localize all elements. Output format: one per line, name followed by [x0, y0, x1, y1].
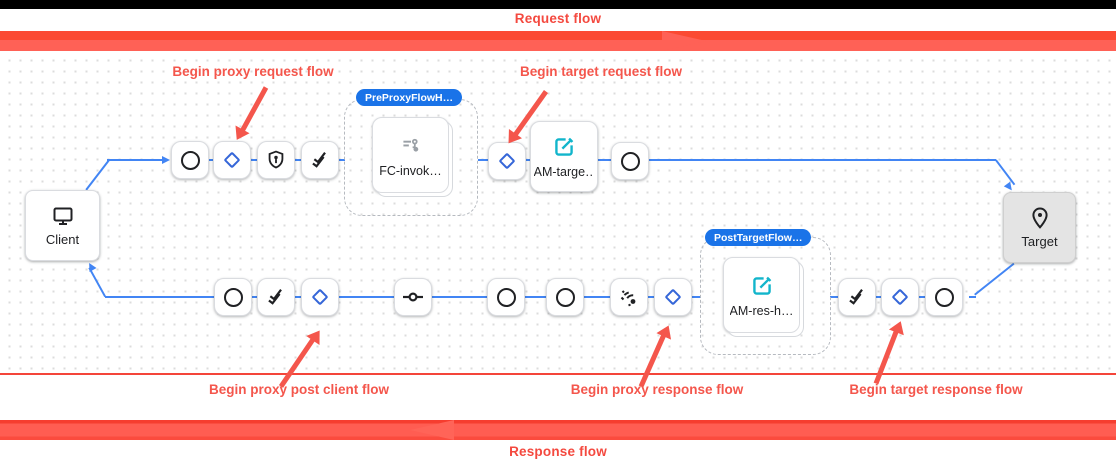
target-node[interactable]: Target	[1003, 192, 1076, 263]
top-black-bar	[0, 0, 1116, 9]
edge-bottom-10	[295, 296, 302, 298]
annotation-begin-proxy-post-client: Begin proxy post client flow	[208, 382, 389, 397]
response-arrowhead-icon	[410, 420, 454, 440]
edge-bottom-0	[969, 296, 976, 298]
step-node[interactable]	[394, 278, 432, 316]
circle-icon	[620, 151, 640, 171]
circle-icon	[934, 287, 954, 307]
edge-top-7	[526, 159, 531, 161]
step-node[interactable]	[487, 278, 525, 316]
client-node[interactable]: Client	[25, 190, 100, 261]
circle-icon	[223, 287, 243, 307]
request-flow-arrow-bar	[0, 31, 1116, 51]
diamond-icon	[891, 288, 909, 306]
edge-top-6	[478, 159, 488, 161]
assign-message-target-node[interactable]: AM-targe…	[530, 121, 598, 192]
diamond-icon	[664, 288, 682, 306]
response-flow-label: Response flow	[509, 444, 607, 459]
edge-bottom-2	[875, 296, 881, 298]
assign-message-target-label: AM-targe…	[533, 165, 595, 179]
step-node[interactable]	[214, 278, 252, 316]
edge-top-2	[209, 159, 214, 161]
client-node-label: Client	[45, 232, 80, 247]
edge-top-1	[107, 159, 163, 161]
edge-top-9	[649, 159, 996, 161]
edge-bottom-3	[830, 296, 838, 298]
step-node[interactable]	[654, 278, 692, 316]
annotation-begin-proxy-response: Begin proxy response flow	[570, 382, 744, 397]
step-node[interactable]	[171, 141, 209, 179]
step-node[interactable]	[611, 142, 649, 180]
step-node[interactable]	[610, 278, 648, 316]
diamond-icon	[223, 151, 241, 169]
double-check-icon	[845, 285, 869, 309]
edge-bottom-1	[919, 296, 925, 298]
step-node[interactable]	[546, 278, 584, 316]
double-check-icon	[264, 285, 288, 309]
edge-top-5	[339, 159, 345, 161]
edge-bottom-8	[432, 296, 488, 298]
step-node[interactable]	[881, 278, 919, 316]
location-pin-icon	[1028, 206, 1052, 230]
request-flow-label: Request flow	[514, 11, 602, 26]
edge-bottom-9	[339, 296, 395, 298]
request-arrowhead-icon	[662, 31, 706, 51]
pre-proxy-flow-badge[interactable]: PreProxyFlowH…	[356, 89, 463, 106]
annotation-begin-proxy-request: Begin proxy request flow	[172, 64, 334, 79]
edge-top-4	[295, 159, 302, 161]
flow-callout-policy-label: FC-invok…	[379, 163, 442, 178]
circle-icon	[180, 150, 200, 170]
assign-message-response-label: AM-res-h…	[729, 303, 794, 318]
monitor-icon	[51, 204, 75, 228]
step-node[interactable]	[257, 278, 295, 316]
annotation-begin-target-response: Begin target response flow	[849, 382, 1023, 397]
edge-bottom-6	[584, 296, 611, 298]
assign-message-icon	[749, 273, 775, 299]
flow-callout-policy-node[interactable]: FC-invok…	[372, 117, 449, 193]
edge-bottom-4	[692, 296, 701, 298]
circle-icon	[496, 287, 516, 307]
edge-top-8	[598, 159, 611, 161]
diamond-icon	[498, 152, 516, 170]
edge-bottom-11	[252, 296, 257, 298]
flow-callout-icon	[398, 133, 424, 159]
bottom-red-divider	[0, 373, 1116, 375]
shield-key-icon	[265, 149, 287, 171]
diamond-icon	[311, 288, 329, 306]
step-node[interactable]	[488, 142, 526, 180]
flow-canvas[interactable]	[0, 51, 1116, 373]
edge-top-3	[251, 159, 258, 161]
circle-icon	[555, 287, 575, 307]
step-node[interactable]	[301, 141, 339, 179]
step-node[interactable]	[213, 141, 251, 179]
post-target-flow-badge[interactable]: PostTargetFlow…	[705, 229, 812, 246]
dash-circle-icon	[401, 285, 425, 309]
target-node-label: Target	[1021, 234, 1058, 249]
double-check-icon	[308, 148, 332, 172]
step-node[interactable]	[301, 278, 339, 316]
assign-message-icon	[551, 134, 577, 160]
annotation-begin-target-request: Begin target request flow	[519, 64, 683, 79]
response-flow-arrow-bar	[0, 420, 1116, 440]
step-node[interactable]	[257, 141, 295, 179]
edge-arrowhead-icon	[162, 155, 170, 164]
edge-bottom-12	[105, 296, 215, 298]
edge-bottom-7	[525, 296, 547, 298]
step-node[interactable]	[838, 278, 876, 316]
edge-bottom-5	[648, 296, 655, 298]
assign-message-response-node[interactable]: AM-res-h…	[723, 257, 800, 333]
signal-icon	[617, 285, 641, 309]
step-node[interactable]	[925, 278, 963, 316]
